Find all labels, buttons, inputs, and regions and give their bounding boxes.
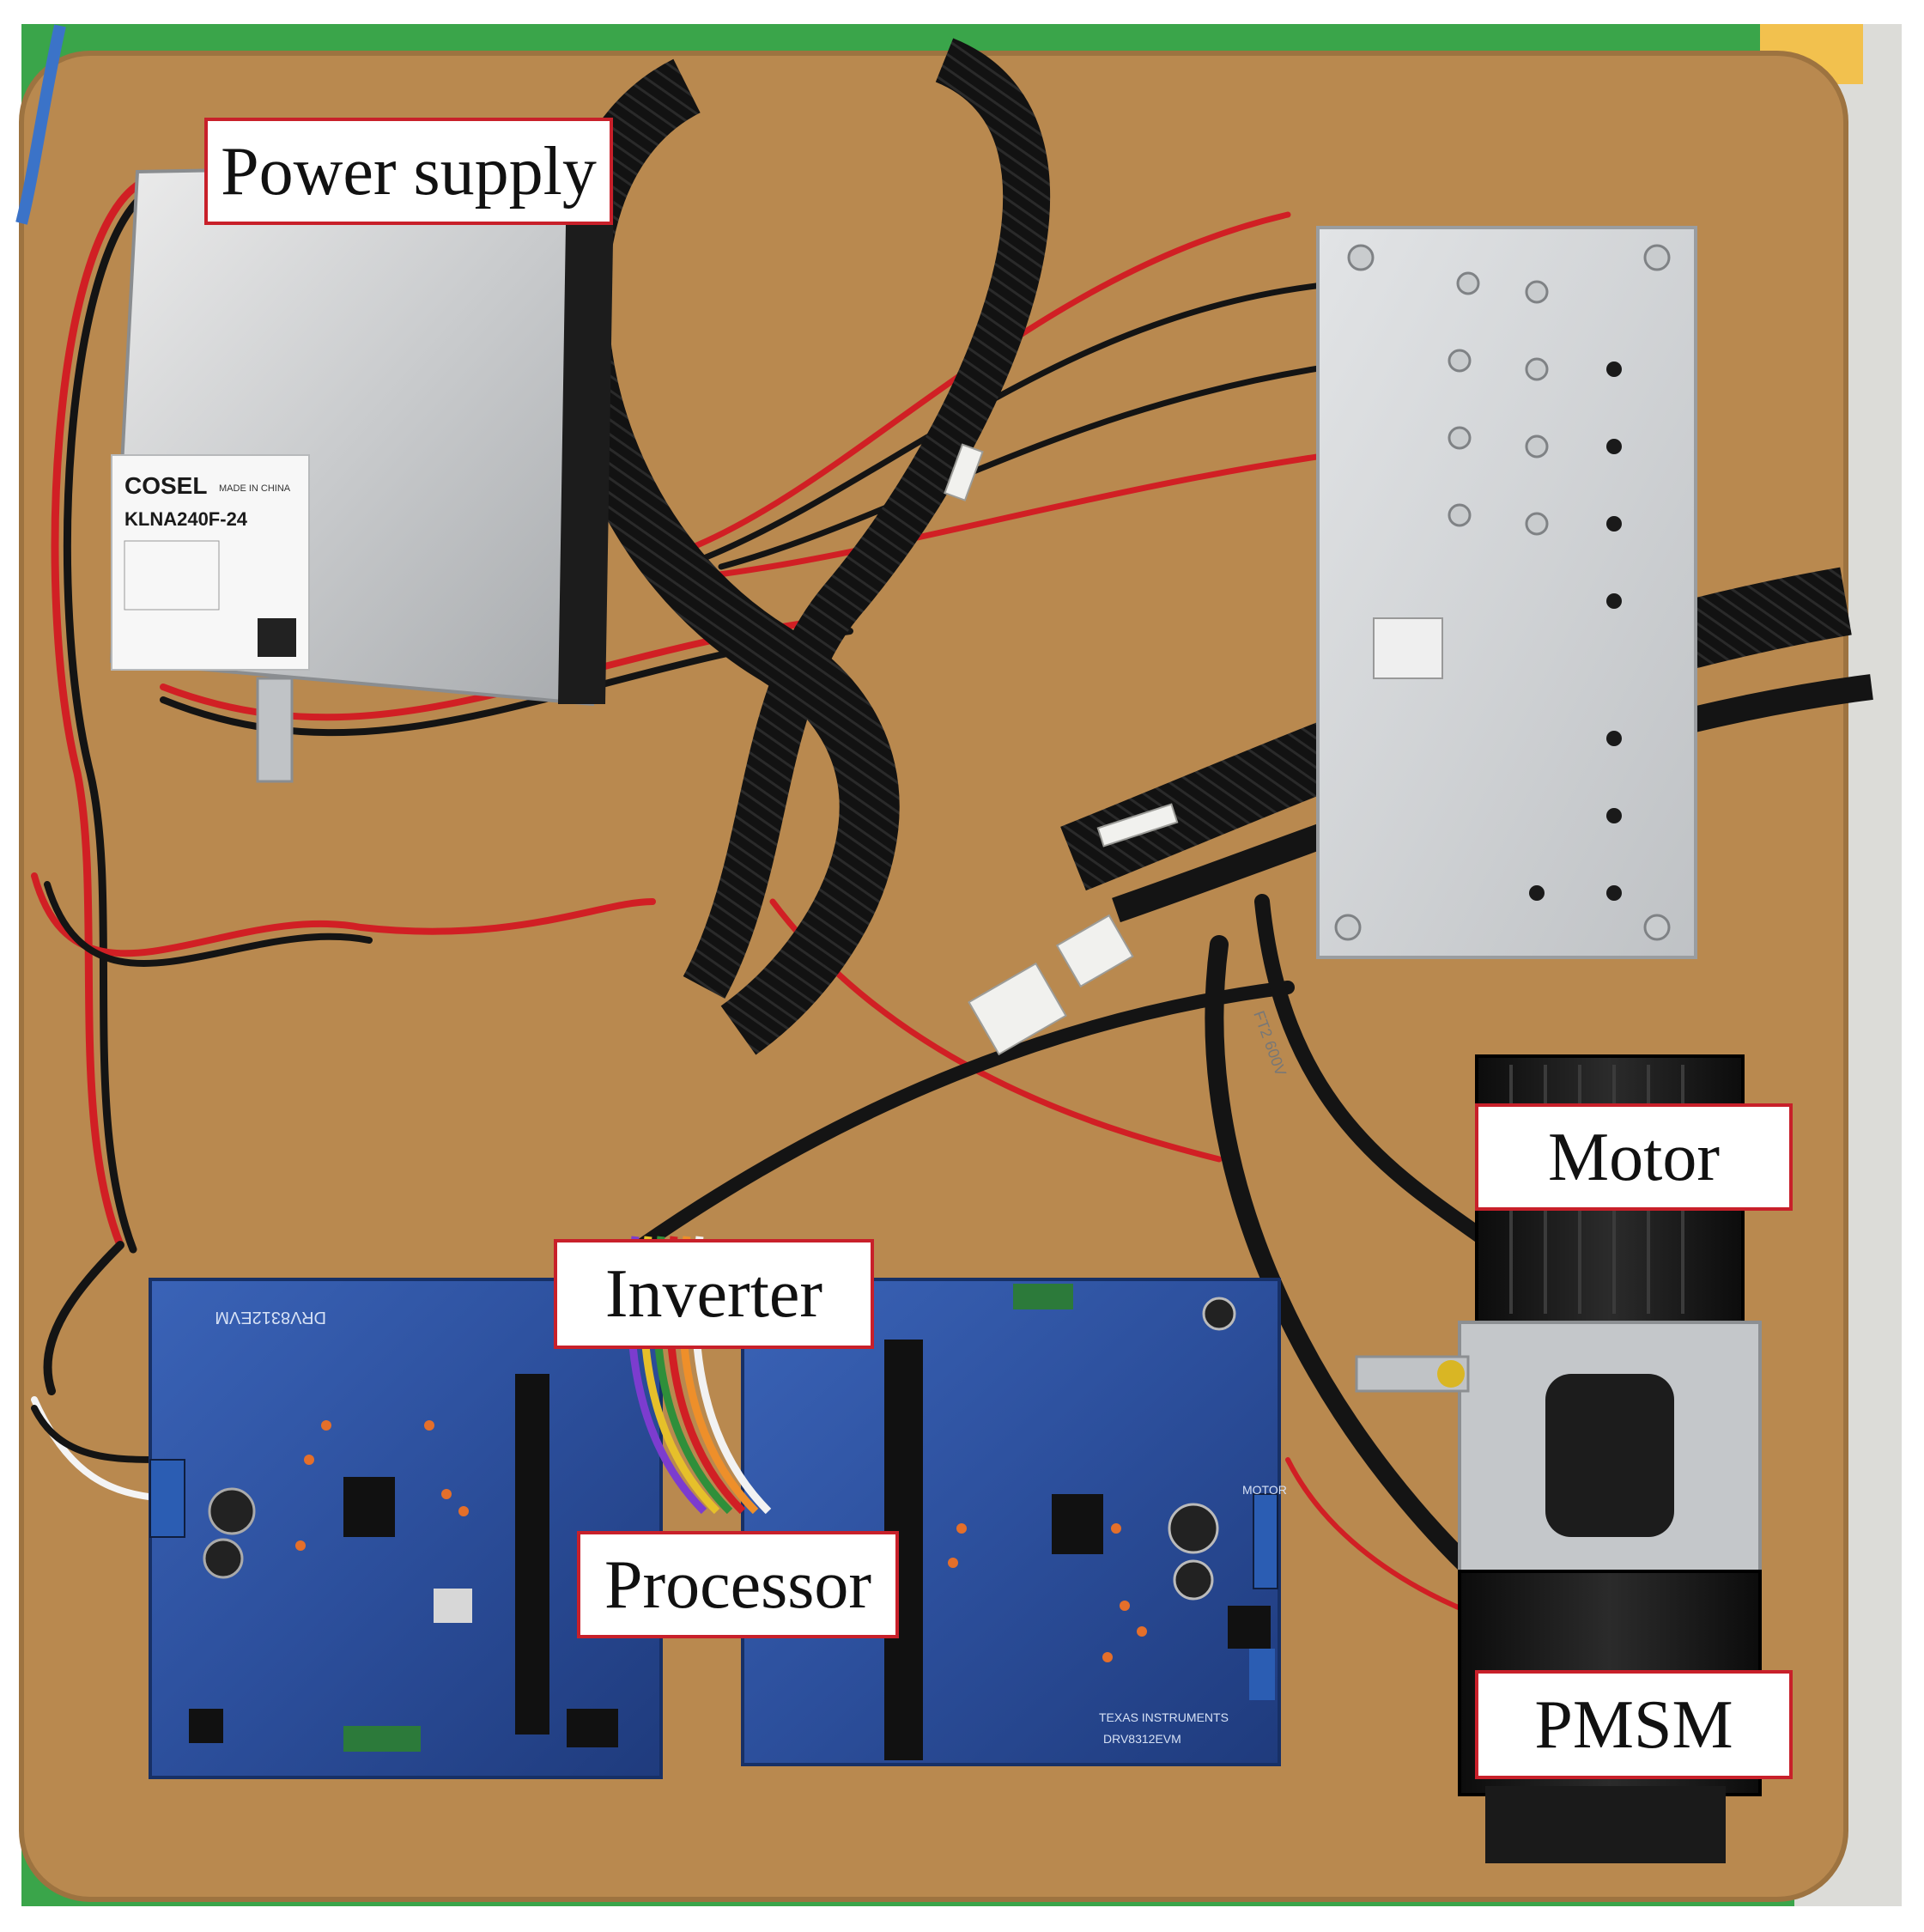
right-board-vendor: TEXAS INSTRUMENTS — [1099, 1710, 1229, 1724]
right-board: MOTOR TEXAS INSTRUMENTS DRV8312EVM — [741, 1278, 1287, 1766]
psu-model: KLNA240F-24 — [124, 508, 248, 530]
terminal-plate — [1316, 226, 1697, 959]
psu-brand: COSEL — [124, 472, 207, 499]
label-power-supply: Power supply — [204, 118, 613, 225]
label-motor: Motor — [1475, 1103, 1793, 1211]
left-board: DRV8312EVM — [149, 1278, 663, 1779]
label-processor: Processor — [577, 1531, 899, 1638]
psu-made-in: MADE IN CHINA — [219, 483, 291, 494]
motor-connector-label: MOTOR — [1242, 1483, 1287, 1497]
power-supply-unit: COSEL MADE IN CHINA KLNA240F-24 — [109, 161, 614, 783]
label-pmsm: PMSM — [1475, 1670, 1793, 1779]
right-board-model: DRV8312EVM — [1103, 1732, 1181, 1746]
left-board-model: DRV8312EVM — [215, 1308, 326, 1327]
wiring — [31, 176, 1553, 1634]
label-inverter: Inverter — [554, 1239, 874, 1349]
white-connectors — [944, 443, 1179, 1056]
blue-cable — [15, 24, 66, 225]
